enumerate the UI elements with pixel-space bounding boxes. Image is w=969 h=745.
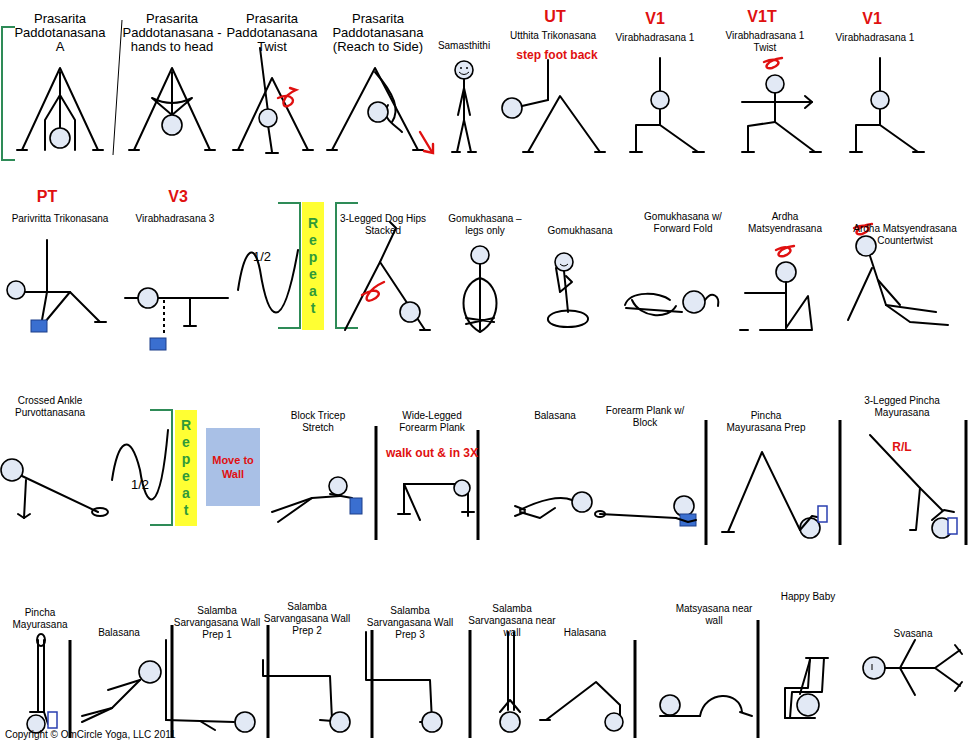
repeat-band: Repeat [302,202,324,330]
pose-label: Prasarita Paddotanasana Twist [226,12,318,54]
pose-label: 1/2 [247,250,277,264]
node-text: Move to Wall [206,453,260,481]
pose-label: Pincha Mayurasana Prep [726,410,806,434]
pose-label: 1/2 [125,478,155,492]
pose-label: Utthita Trikonasana [498,30,608,42]
pose-label: Balasana [84,627,154,639]
pose-label: Parivritta Trikonasana [0,213,130,225]
pose-label: Ardha Matsyendrasana [740,211,830,235]
pose-label: Gomukhasana [535,225,625,237]
pose-label: Svasana [878,628,948,640]
pose-label: Crossed Ankle Purvottanasana [0,395,100,419]
pose-code: UT [535,8,575,26]
pose-label: Block Tricep Stretch [278,410,358,434]
pose-code: R/L [882,440,922,454]
pose-code: step foot back [497,48,617,62]
pose-label: Pincha Mayurasana [5,607,75,631]
pose-label: Virabhadrasana 3 [115,213,235,225]
pose-label: Prasarita Paddotanasana (Reach to Side) [328,12,428,54]
pose-label: Happy Baby [768,591,848,603]
pose-label: Copyright © OmCircle Yoga, LLC 2011 [5,729,305,741]
pose-label: Ardha Matsyendrasana Countertwist [845,223,965,247]
pose-code: PT [27,188,67,206]
pose-label: Virabhadrasana 1 Twist [715,30,815,54]
pose-code: V3 [158,188,198,206]
pose-label: Prasarita Paddotanasana - hands to head [122,12,222,54]
pose-label: Salamba Sarvangasana Wall Prep 2 [262,601,352,637]
pose-label: Virabhadrasana 1 [600,32,710,44]
pose-label: 3-Legged Pincha Mayurasana [852,395,952,419]
pose-code: V1 [852,10,892,28]
pose-label: Halasana [550,627,620,639]
pose-label: Forearm Plank w/ Block [600,405,690,429]
pose-label: Matsyasana near wall [674,603,754,627]
pose-code: V1T [737,8,787,26]
pose-label: Salamba Sarvangasana Wall Prep 1 [172,605,262,641]
pose-label: Gomukhasana w/ Forward Fold [628,211,738,235]
pose-label: Samasthithi [424,40,504,52]
pose-label: Balasana [515,410,595,422]
pose-label: Prasarita Paddotanasana A [10,12,110,54]
note-box: Move to Wall [206,428,260,506]
pose-label: Virabhadrasana 1 [820,32,930,44]
repeat-band: Repeat [175,410,197,526]
pose-label: Wide-Legged Forearm Plank [385,410,480,434]
node-text: Repeat [305,215,321,317]
pose-label: Gomukhasana – legs only [440,213,530,237]
pose-label: Salamba Sarvangasana near wall [467,603,557,639]
pose-label: 3-Legged Dog Hips Stacked [333,213,433,237]
node-text: Repeat [178,417,194,519]
pose-label: Salamba Sarvangasana Wall Prep 3 [365,605,455,641]
pose-code: walk out & in 3X [377,446,487,460]
pose-code: V1 [635,10,675,28]
